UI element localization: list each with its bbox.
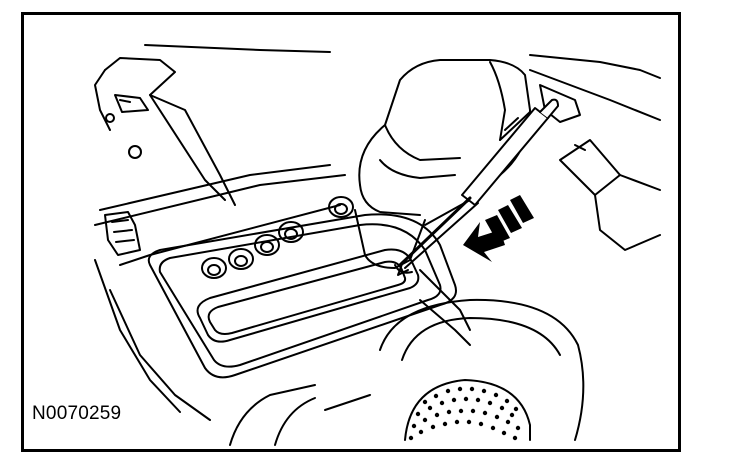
console-right-panel	[529, 54, 661, 251]
shift-bezel	[147, 213, 457, 379]
console-body	[94, 164, 471, 421]
indicator-lamps	[201, 196, 354, 279]
push-arrow-icon	[463, 195, 534, 262]
figure-reference-number: N0070259	[32, 403, 122, 424]
cup-holder	[229, 298, 585, 446]
screwdriver-tool	[397, 98, 559, 276]
console-upper-left	[94, 44, 331, 206]
side-vent	[104, 211, 141, 256]
speaker-grille	[404, 379, 531, 441]
